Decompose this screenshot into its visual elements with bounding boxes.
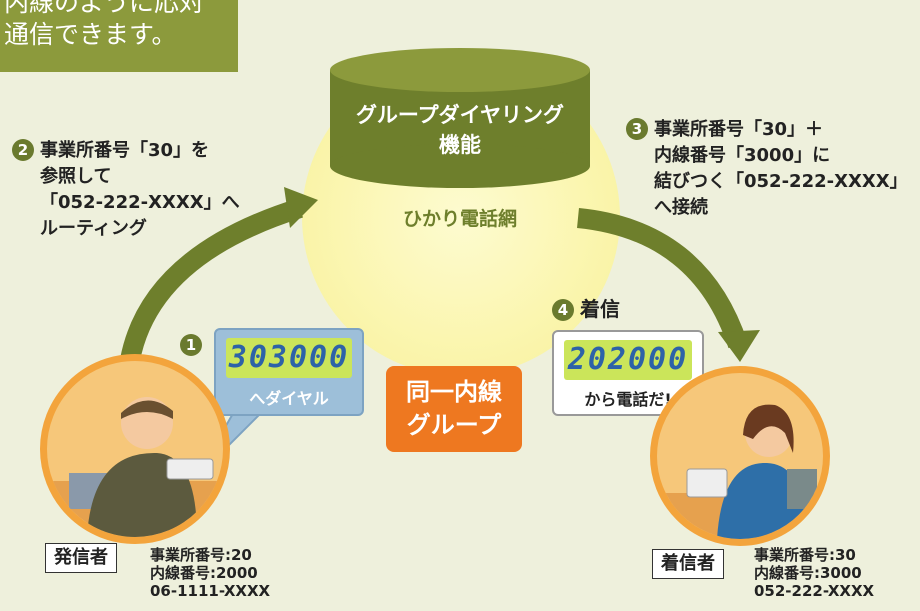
callee-extension: 内線番号:3000	[754, 564, 862, 582]
step-number: 3	[626, 118, 648, 140]
step-4-label: 着信	[580, 297, 620, 321]
banner: 内線のように応対 通信できます。	[0, 0, 238, 72]
caller-office-number: 事業所番号:20	[150, 546, 252, 564]
routing-arrow-right	[576, 208, 748, 349]
group-box-line2: グループ	[406, 411, 502, 439]
step-4: 4 着信	[552, 296, 620, 322]
caller-display: 303000 へダイヤル	[214, 328, 364, 416]
function-title-line1: グループダイヤリング	[355, 103, 565, 127]
caller-display-caption: へダイヤル	[249, 389, 329, 408]
step-2-line1: 事業所番号「30」を	[40, 140, 210, 161]
step-2-line3: 「052-222-XXXX」へ	[40, 192, 240, 213]
callee-person-illustration	[657, 404, 823, 539]
step-3-line1: 事業所番号「30」＋	[654, 119, 824, 140]
routing-arrow-left	[120, 198, 303, 363]
step-number: 4	[552, 299, 574, 321]
caller-display-digits: 303000	[226, 338, 352, 378]
caller-tag: 発信者	[45, 543, 117, 573]
step-number: 2	[12, 139, 34, 161]
callee-tag: 着信者	[652, 549, 724, 579]
step-3: 3 事業所番号「30」＋ 内線番号「3000」に 結びつく「052-222-XXX…	[626, 117, 908, 221]
step-2-line4: ルーティング	[40, 218, 147, 239]
step-3-line4: へ接続	[654, 197, 708, 218]
step-2: 2 事業所番号「30」を 参照して 「052-222-XXXX」へ ルーティング	[12, 138, 240, 242]
step-2-line2: 参照して	[40, 166, 112, 187]
caller-info: 事業所番号:20 内線番号:2000 06-1111-XXXX	[150, 546, 270, 600]
function-cylinder	[330, 48, 590, 188]
callee-phone: 052-222-XXXX	[754, 582, 875, 600]
caller-avatar	[40, 354, 230, 544]
routing-arrow-right-head	[718, 330, 760, 362]
step-3-line2: 内線番号「3000」に	[654, 145, 831, 166]
group-box-line1: 同一内線	[406, 378, 502, 406]
caller-person-illustration	[47, 397, 223, 537]
same-extension-group-box: 同一内線 グループ	[386, 366, 522, 452]
step-number: 1	[180, 334, 202, 356]
callee-display-caption: から電話だ!	[584, 390, 672, 409]
routing-arrow-left-head	[284, 187, 318, 228]
callee-office-number: 事業所番号:30	[754, 546, 856, 564]
step-3-line3: 結びつく「052-222-XXXX」	[654, 171, 908, 192]
function-title-line2: 機能	[439, 133, 481, 157]
banner-line1: 内線のように応対	[4, 0, 205, 17]
callee-display-digits: 202000	[564, 340, 692, 380]
caller-extension: 内線番号:2000	[150, 564, 258, 582]
network-name: ひかり電話網	[402, 208, 517, 230]
caller-phone: 06-1111-XXXX	[150, 582, 271, 600]
callee-avatar	[650, 366, 830, 546]
step-1: 1	[180, 334, 208, 356]
banner-line2: 通信できます。	[4, 20, 177, 49]
callee-info: 事業所番号:30 内線番号:3000 052-222-XXXX	[754, 546, 874, 600]
